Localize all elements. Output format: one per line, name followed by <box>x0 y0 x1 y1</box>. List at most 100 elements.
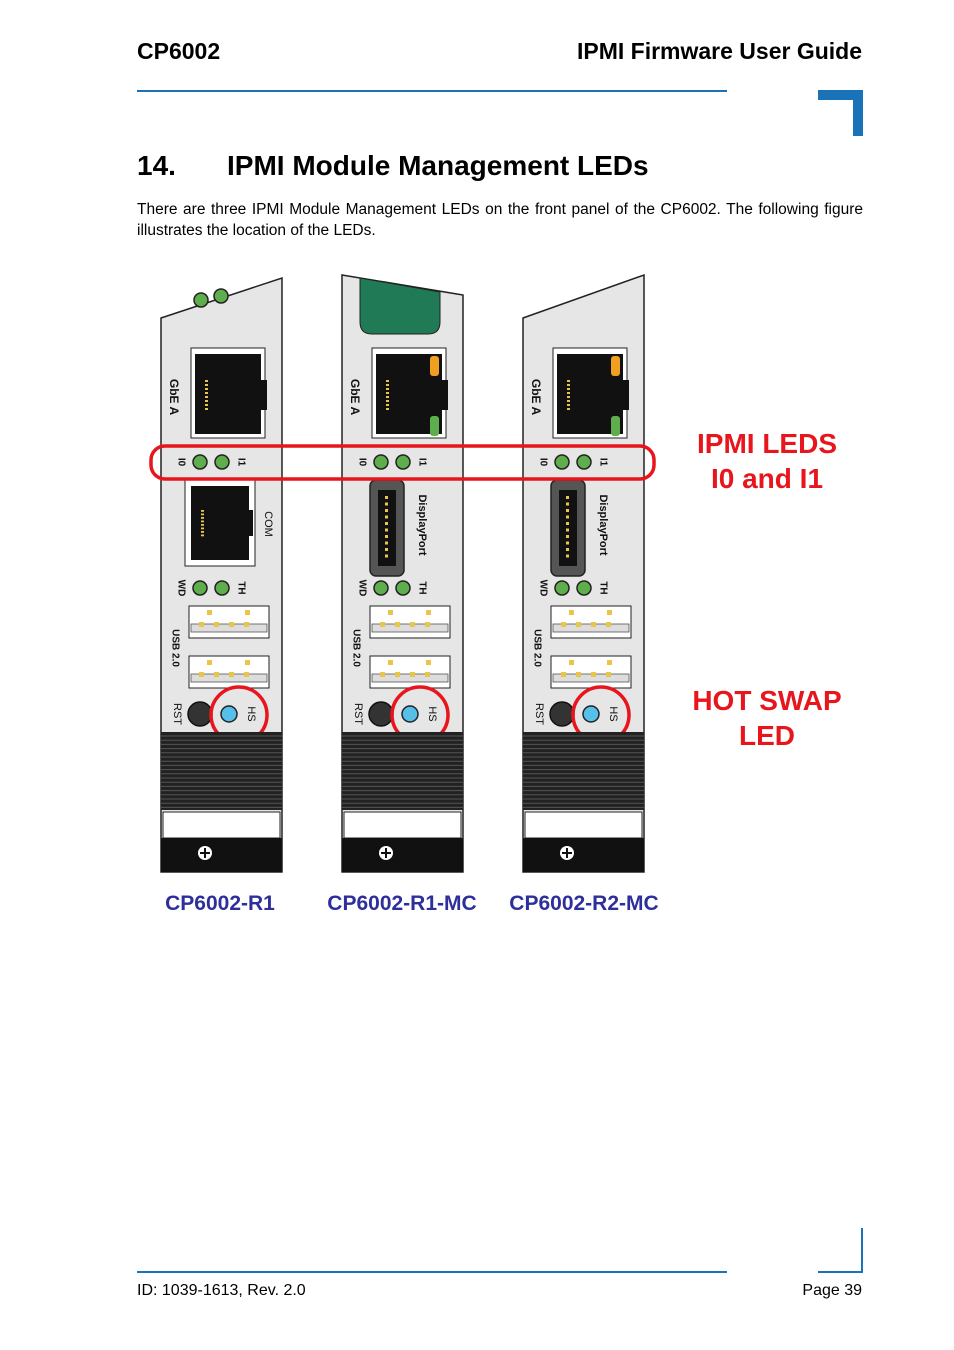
rj45-pin <box>205 396 208 398</box>
rst-label: RST <box>533 703 545 725</box>
rj45-latch <box>259 380 267 410</box>
rj45-pin <box>567 384 570 386</box>
caption-r2-mc: CP6002-R2-MC <box>509 892 658 915</box>
reset-button <box>187 701 213 727</box>
rst-label: RST <box>171 703 183 725</box>
th-led <box>214 580 230 596</box>
usb-pin <box>591 622 596 627</box>
panel-grille <box>523 732 644 810</box>
com-pin <box>201 524 204 526</box>
intro-paragraph: There are three IPMI Module Management L… <box>137 201 863 239</box>
displayport-pin <box>385 541 388 545</box>
ipmi-led-i0 <box>554 454 570 470</box>
i0-label: I0 <box>537 458 548 467</box>
rj45-pin <box>205 380 208 382</box>
usb-pin <box>425 622 430 627</box>
displayport-pin <box>566 535 569 538</box>
hot-swap-led <box>582 705 600 723</box>
displayport-pin <box>566 548 569 551</box>
com-pin <box>201 534 204 537</box>
footer-page: Page 39 <box>802 1282 862 1299</box>
usb-pin <box>576 672 581 677</box>
usb-pin <box>569 610 574 615</box>
displayport-pin <box>385 496 388 499</box>
rj45-pin <box>386 388 389 390</box>
usb-pin <box>380 622 385 627</box>
rj45-pin <box>205 392 208 394</box>
th-label: TH <box>416 581 427 594</box>
ejector-handle <box>359 277 441 335</box>
rj45-led-green <box>611 416 620 436</box>
rj45-pin <box>205 388 208 390</box>
usb-label: USB 2.0 <box>350 629 361 667</box>
wd-led <box>554 580 570 596</box>
label-plate <box>343 811 462 839</box>
usb-pin <box>395 622 400 627</box>
displayport-slot <box>559 490 577 566</box>
rj45-pin <box>205 384 208 386</box>
ipmi-callout-line2: I0 and I1 <box>711 463 823 494</box>
panel-grille <box>342 732 463 810</box>
ipmi-led-highlight <box>149 444 656 481</box>
usb-pin <box>380 672 385 677</box>
rj45-pin <box>567 408 570 410</box>
th-label: TH <box>235 581 246 594</box>
hotswap-callout-line2: LED <box>739 720 795 751</box>
com-pin <box>201 520 204 523</box>
displayport-pin <box>385 535 388 538</box>
th-led <box>576 580 592 596</box>
i1-label: I1 <box>597 458 608 467</box>
usb-pin <box>214 672 219 677</box>
rj45-latch <box>440 380 448 410</box>
rj45-pin <box>386 384 389 386</box>
displayport-slot <box>378 490 396 566</box>
usb-pin <box>229 622 234 627</box>
usb-pin <box>561 672 566 677</box>
displayport-pin <box>566 554 569 558</box>
gbe-label: GbE A <box>167 379 181 416</box>
usb-pin <box>244 672 249 677</box>
usb-pin <box>410 622 415 627</box>
usb-pin <box>426 610 431 615</box>
com-jack <box>191 486 249 560</box>
panel-foot <box>342 838 463 872</box>
header-doc-title: IPMI Firmware User Guide <box>576 38 862 64</box>
gbe-label: GbE A <box>529 379 543 416</box>
rj45-pin <box>386 404 389 406</box>
th-led <box>395 580 411 596</box>
usb-pin <box>576 622 581 627</box>
rj45-pin <box>205 400 208 402</box>
ipmi-callout-line1: IPMI LEDS <box>697 428 837 459</box>
caption-r1-mc: CP6002-R1-MC <box>327 892 476 915</box>
displayport-pin <box>385 528 388 532</box>
top-led-2 <box>213 288 229 304</box>
displayport-pin <box>566 522 569 525</box>
footer-doc-id: ID: 1039-1613, Rev. 2.0 <box>137 1282 306 1299</box>
section-number: 14. <box>137 150 176 181</box>
rj45-pin <box>386 400 389 402</box>
hs-label: HS <box>245 706 257 721</box>
usb-pin <box>388 660 393 665</box>
rj45-pin <box>386 392 389 394</box>
usb-pin <box>395 672 400 677</box>
displayport-pin <box>566 541 569 545</box>
usb-pin <box>199 622 204 627</box>
usb-pin <box>245 660 250 665</box>
corner-mark-bottom <box>861 1228 863 1273</box>
panel-foot <box>523 838 644 872</box>
displayport-pin <box>566 496 569 499</box>
label-plate <box>162 811 281 839</box>
panel-grille <box>161 732 282 810</box>
hot-swap-led <box>220 705 238 723</box>
rj45-pin <box>567 396 570 398</box>
usb-pin <box>245 610 250 615</box>
reset-button <box>368 701 394 727</box>
panel-foot <box>161 838 282 872</box>
i1-label: I1 <box>235 458 246 467</box>
usb-pin <box>561 622 566 627</box>
rj45-pin <box>386 396 389 398</box>
wd-label: WD <box>356 580 367 597</box>
i0-label: I0 <box>175 458 186 467</box>
